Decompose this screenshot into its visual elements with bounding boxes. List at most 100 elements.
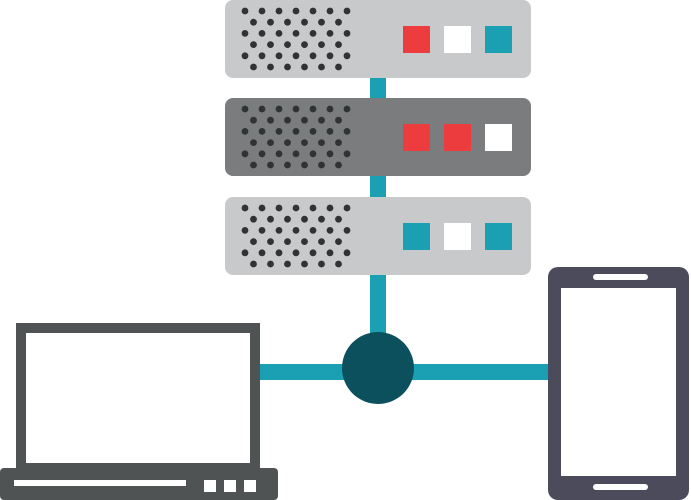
vent-hole bbox=[250, 116, 257, 124]
vent-hole bbox=[301, 139, 308, 147]
vent-hole bbox=[275, 105, 283, 113]
vent-hole bbox=[326, 105, 334, 113]
vent-hole bbox=[318, 63, 325, 71]
vent-hole bbox=[258, 249, 266, 257]
vent-hole bbox=[275, 204, 283, 212]
phone-home-bar bbox=[593, 484, 648, 490]
server-middle-vent-grille bbox=[241, 105, 351, 169]
vent-hole bbox=[241, 30, 249, 37]
laptop-screen bbox=[16, 323, 260, 473]
vent-hole bbox=[318, 18, 325, 26]
vent-hole bbox=[292, 105, 300, 113]
vent-hole bbox=[301, 18, 308, 26]
vent-hole bbox=[267, 260, 274, 268]
vent-hole bbox=[343, 249, 351, 257]
server-bottom-vent-grille bbox=[241, 204, 351, 268]
vent-hole bbox=[250, 18, 257, 26]
vent-hole bbox=[292, 52, 300, 60]
status-light-teal bbox=[485, 223, 512, 250]
vent-hole bbox=[250, 161, 257, 169]
server-stack bbox=[225, 0, 531, 275]
vent-hole bbox=[241, 249, 249, 257]
vent-hole bbox=[335, 161, 342, 169]
network-hub-node bbox=[342, 332, 414, 404]
vent-hole bbox=[335, 41, 342, 48]
vent-hole bbox=[301, 116, 308, 124]
laptop-key-3 bbox=[244, 480, 256, 492]
vent-hole bbox=[258, 105, 266, 113]
vent-hole bbox=[318, 215, 325, 223]
vent-hole bbox=[258, 150, 266, 158]
vent-hole bbox=[241, 7, 249, 15]
status-light-red bbox=[403, 124, 430, 151]
vent-hole bbox=[250, 41, 257, 48]
vent-hole bbox=[267, 238, 274, 246]
vent-hole bbox=[292, 150, 300, 158]
vent-hole bbox=[275, 7, 283, 15]
vent-hole bbox=[343, 150, 351, 158]
status-light-red bbox=[444, 124, 471, 151]
vent-hole bbox=[292, 30, 300, 37]
vent-hole bbox=[309, 30, 317, 37]
vent-hole bbox=[267, 18, 274, 26]
vent-hole bbox=[258, 7, 266, 15]
vent-hole bbox=[318, 260, 325, 268]
vent-hole bbox=[301, 238, 308, 246]
vent-hole bbox=[292, 204, 300, 212]
vent-hole bbox=[267, 161, 274, 169]
vent-hole bbox=[267, 215, 274, 223]
vent-hole bbox=[284, 116, 291, 124]
smartphone-icon bbox=[548, 267, 689, 500]
vent-hole bbox=[335, 116, 342, 124]
vent-hole bbox=[250, 215, 257, 223]
vent-hole bbox=[292, 127, 300, 135]
vent-hole bbox=[326, 150, 334, 158]
vent-hole bbox=[318, 139, 325, 147]
vent-hole bbox=[241, 204, 249, 212]
vent-hole bbox=[335, 18, 342, 26]
vent-hole bbox=[284, 139, 291, 147]
vent-hole bbox=[343, 7, 351, 15]
vent-hole bbox=[250, 260, 257, 268]
vent-hole bbox=[250, 63, 257, 71]
status-light-teal bbox=[403, 223, 430, 250]
server-middle-chassis bbox=[225, 98, 531, 176]
vent-hole bbox=[343, 227, 351, 234]
vent-hole bbox=[301, 63, 308, 71]
vent-hole bbox=[275, 30, 283, 37]
server-top-chassis bbox=[225, 0, 531, 78]
vent-hole bbox=[335, 238, 342, 246]
vent-hole bbox=[275, 52, 283, 60]
vent-hole bbox=[241, 105, 249, 113]
vent-hole bbox=[241, 52, 249, 60]
vent-hole bbox=[309, 7, 317, 15]
vent-hole bbox=[301, 41, 308, 48]
server-bottom bbox=[225, 197, 531, 275]
vent-hole bbox=[267, 63, 274, 71]
vent-hole bbox=[258, 30, 266, 37]
vent-hole bbox=[267, 139, 274, 147]
vent-hole bbox=[258, 227, 266, 234]
phone-connector bbox=[378, 364, 554, 380]
server-bottom-chassis bbox=[225, 197, 531, 275]
vent-hole bbox=[326, 227, 334, 234]
vent-hole bbox=[284, 41, 291, 48]
status-light-white bbox=[444, 26, 471, 53]
vent-hole bbox=[284, 63, 291, 71]
vent-hole bbox=[275, 249, 283, 257]
vent-hole bbox=[258, 204, 266, 212]
vent-hole bbox=[335, 139, 342, 147]
vent-hole bbox=[275, 150, 283, 158]
vent-hole bbox=[275, 227, 283, 234]
vent-hole bbox=[326, 30, 334, 37]
vent-hole bbox=[241, 227, 249, 234]
vent-hole bbox=[250, 238, 257, 246]
vent-hole bbox=[335, 215, 342, 223]
vent-hole bbox=[301, 215, 308, 223]
vent-hole bbox=[258, 52, 266, 60]
vent-hole bbox=[326, 52, 334, 60]
status-light-white bbox=[444, 223, 471, 250]
vent-hole bbox=[241, 150, 249, 158]
